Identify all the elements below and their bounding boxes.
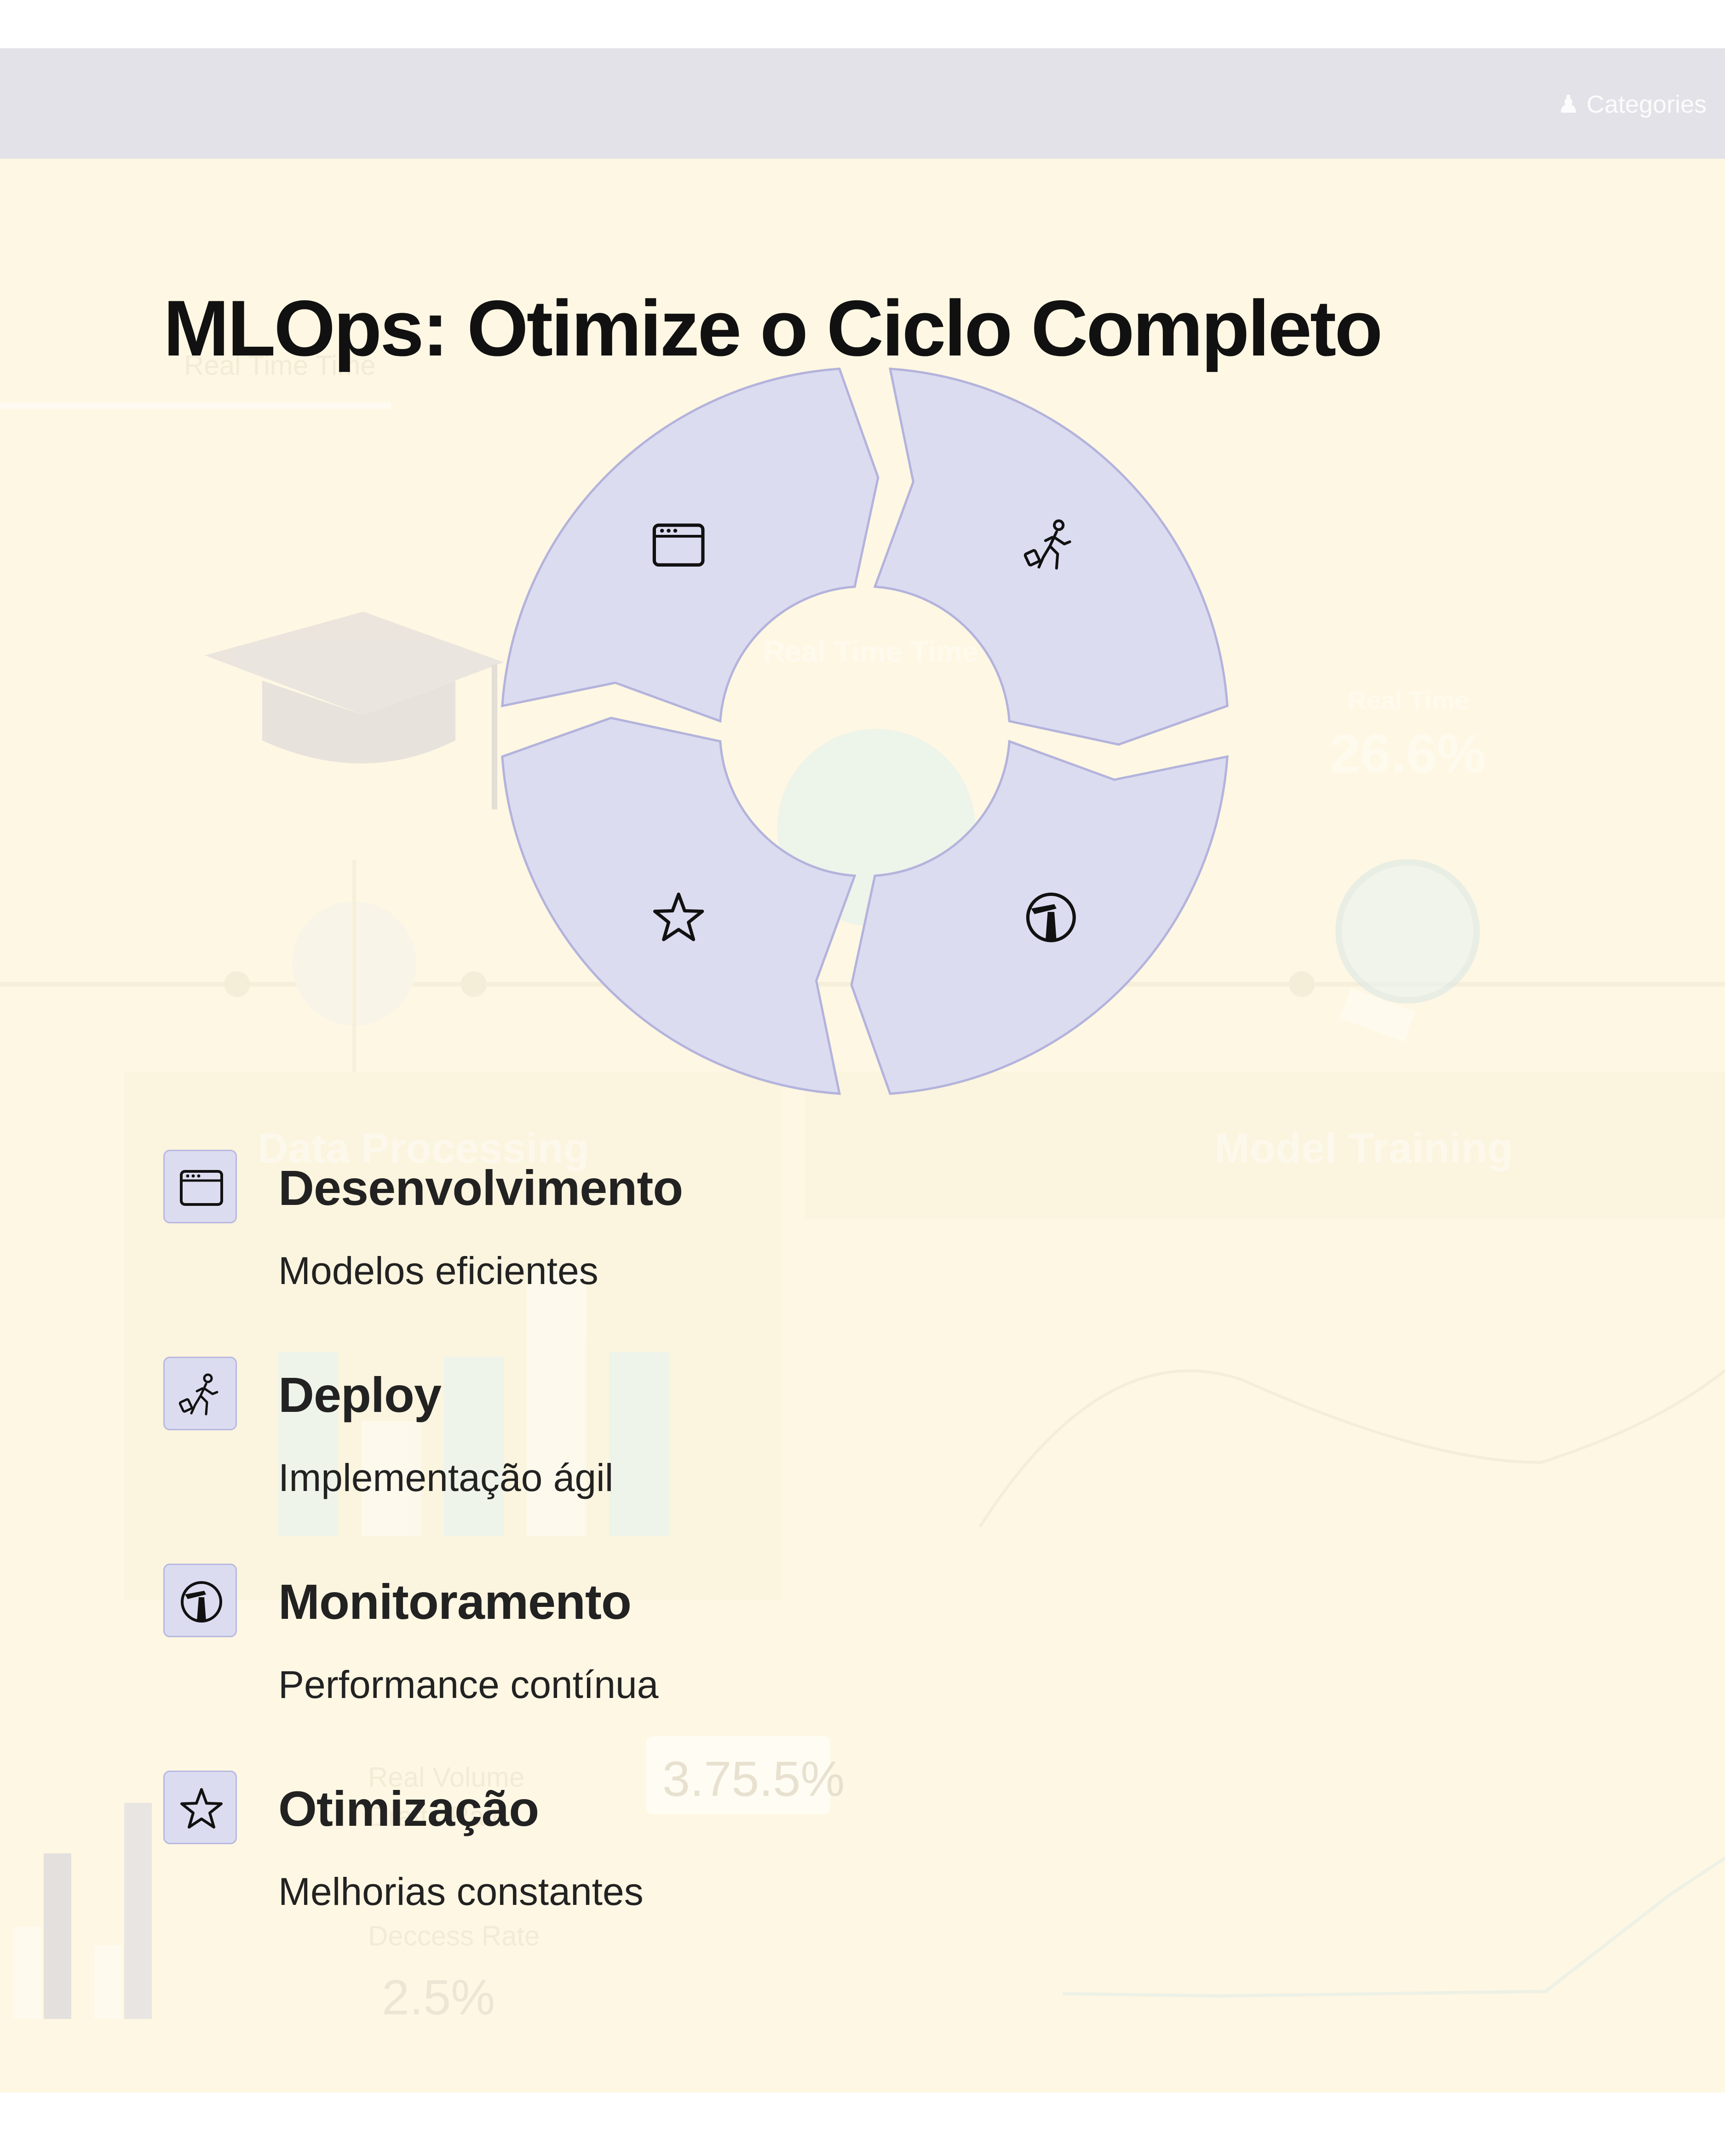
stage-title: Monitoramento xyxy=(278,1574,632,1629)
bg-tab-label: Real Time Time xyxy=(184,350,376,381)
item-icon-box xyxy=(163,1771,237,1844)
bg-panel-model-training xyxy=(805,1072,1725,1219)
runner-with-luggage-icon xyxy=(1024,519,1071,570)
cycle-segment-otimizacao xyxy=(501,717,857,1095)
bg-stat-label: Real Time xyxy=(1348,686,1469,715)
bg-legend-3: Deccess Rate xyxy=(368,1921,540,1951)
globe-lighthouse-icon xyxy=(181,1581,222,1623)
globe-lighthouse-icon xyxy=(1026,892,1076,942)
bg-rate-value: 2.5% xyxy=(382,1969,495,2025)
background-bars xyxy=(14,1269,669,2019)
browser-window-icon xyxy=(652,523,705,567)
browser-window-icon xyxy=(180,1170,223,1206)
star-icon xyxy=(653,892,704,941)
item-icon-box xyxy=(163,1357,237,1430)
stage-item-otimizacao: Otimização Melhorias constantes xyxy=(163,1771,945,1964)
stage-title: Desenvolvimento xyxy=(278,1160,683,1216)
globe-icon xyxy=(1335,859,1480,1042)
cycle-segment-monitoramento xyxy=(850,740,1229,1095)
background-dashboard xyxy=(0,48,1725,2093)
cycle-segment-desenvolvimento xyxy=(501,367,880,723)
item-icon-box xyxy=(163,1150,237,1223)
bg-legend-1: Real Volume xyxy=(368,1762,525,1793)
stage-title: Otimização xyxy=(278,1781,539,1836)
star-icon xyxy=(180,1788,223,1829)
user-menu[interactable]: ♟ Categories xyxy=(1557,90,1707,119)
user-menu-label: Categories xyxy=(1586,91,1707,118)
cycle-segment-deploy xyxy=(873,367,1229,746)
stage-item-deploy: Deploy Implementação ágil xyxy=(163,1357,945,1550)
bg-stat-value: 26.6% xyxy=(1329,723,1486,785)
runner-with-luggage-icon xyxy=(178,1373,218,1416)
stage-description: Melhorias constantes xyxy=(278,1870,644,1913)
stage-item-monitoramento: Monitoramento Performance contínua xyxy=(163,1564,945,1757)
stage-description: Modelos eficientes xyxy=(278,1249,598,1292)
bg-kpi-value: 3.75.5% xyxy=(662,1751,845,1806)
bg-kpi-card xyxy=(646,1736,830,1814)
bg-legend-2: Drafts Rate xyxy=(368,1801,508,1832)
stage-title: Deploy xyxy=(278,1367,442,1422)
bg-panel-title-data: Data Processing xyxy=(258,1125,589,1172)
page-title: MLOps: Otimize o Ciclo Completo xyxy=(163,284,1383,373)
stage-item-desenvolvimento: Desenvolvimento Modelos eficientes xyxy=(163,1150,945,1343)
stage-description: Performance contínua xyxy=(278,1663,659,1706)
bg-center-label: Real Time Time xyxy=(764,635,979,668)
graduation-cap-icon xyxy=(205,612,504,809)
bg-panel-title-training: Model Training xyxy=(1214,1125,1513,1172)
top-bar xyxy=(0,48,1725,159)
item-icon-box xyxy=(163,1564,237,1637)
stage-description: Implementação ágil xyxy=(278,1456,614,1499)
bg-tab-underline xyxy=(0,402,391,409)
user-icon: ♟ xyxy=(1557,91,1580,118)
background-line-charts xyxy=(978,1369,1725,1998)
